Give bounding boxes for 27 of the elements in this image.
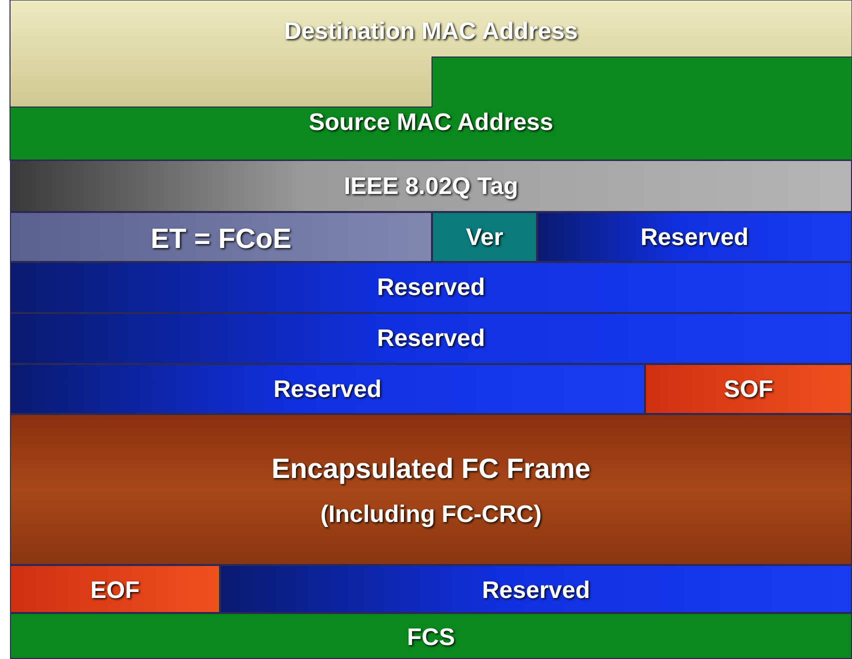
field-label: ET = FCoE xyxy=(150,223,292,255)
field-label: Source MAC Address xyxy=(308,109,554,137)
field-label: Destination MAC Address xyxy=(283,18,579,46)
field-label: Reserved xyxy=(272,376,383,404)
field-label: FCS xyxy=(406,624,456,652)
field-label: EOF xyxy=(89,577,141,605)
field-label: Ver xyxy=(464,224,504,252)
frame-field xyxy=(10,313,852,364)
field-label: IEEE 8.02Q Tag xyxy=(342,173,520,201)
field-label: SOF xyxy=(722,376,774,404)
frame-field xyxy=(432,212,537,262)
field-label: Reserved xyxy=(639,224,750,252)
field-note: (Including FC-CRC) xyxy=(319,501,543,529)
frame-field xyxy=(537,212,852,262)
field-label: Reserved xyxy=(480,577,592,605)
field-label: Encapsulated FC Frame xyxy=(270,453,592,485)
frame-field xyxy=(645,364,852,414)
frame-field xyxy=(10,364,645,414)
field-label: Reserved xyxy=(376,325,486,353)
field-label: Reserved xyxy=(376,274,486,302)
frame-field xyxy=(10,613,852,659)
frame-field xyxy=(10,212,432,262)
frame-field xyxy=(10,414,852,565)
frame-field xyxy=(220,565,852,613)
frame-field xyxy=(10,262,852,313)
frame-field xyxy=(10,565,220,613)
frame-field xyxy=(10,160,852,212)
